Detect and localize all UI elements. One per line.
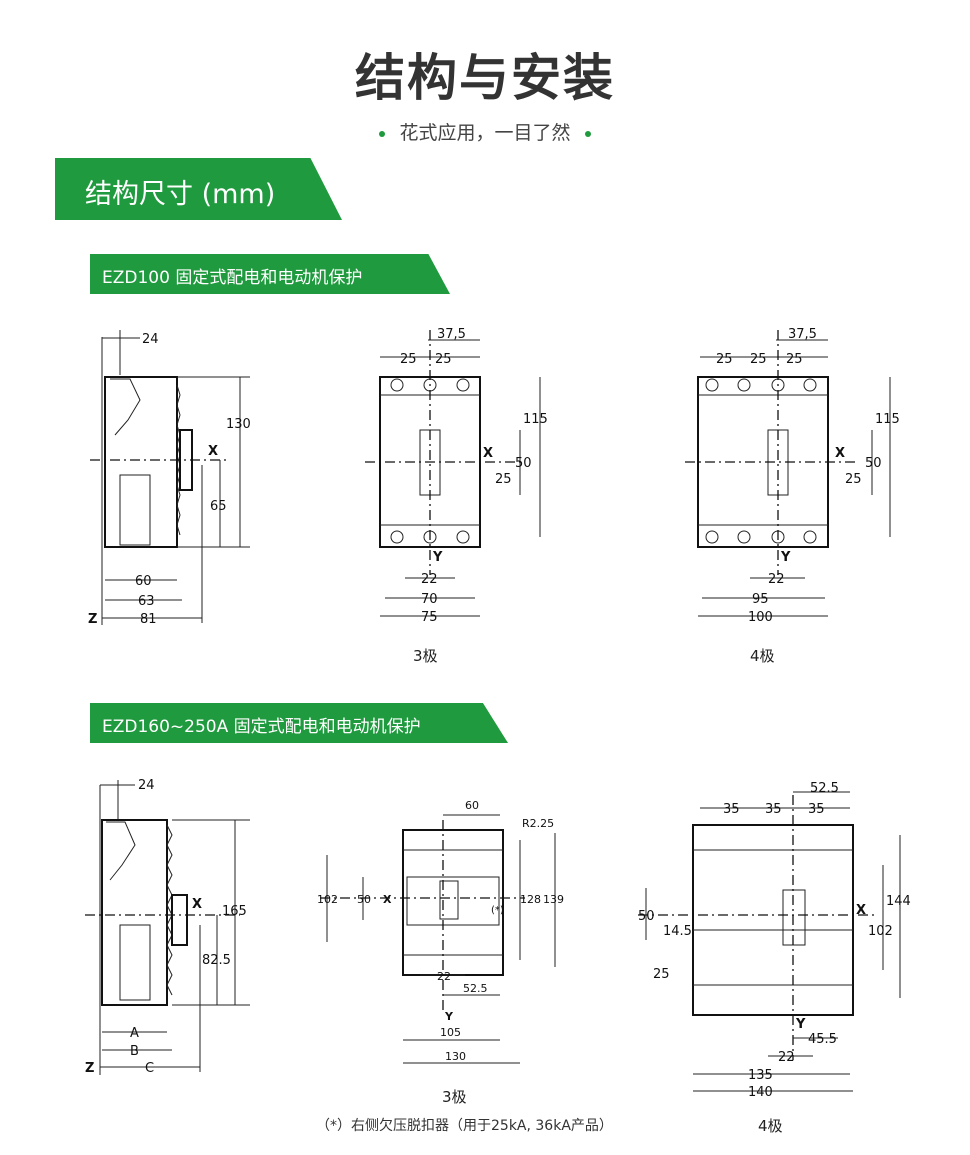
dim-63: 63 <box>138 594 155 609</box>
dim-24: 24 <box>138 778 155 793</box>
dim-70: 70 <box>421 592 438 607</box>
ezd100-banner-text: EZD100 固定式配电和电动机保护 <box>102 268 363 288</box>
dim-52-5: 52.5 <box>463 982 488 995</box>
dim-82-5: 82.5 <box>202 953 231 968</box>
ezd160-banner-text: EZD160~250A 固定式配电和电动机保护 <box>102 717 421 737</box>
dim-128: 128 <box>520 893 541 906</box>
dim-102: 102 <box>317 893 338 906</box>
ezd160-side-view-drawing: 24 X 165 82.5 A B C Z <box>85 778 250 1076</box>
dim-50: 50 <box>357 893 371 906</box>
x-axis-label: X <box>383 893 392 906</box>
dim-52-5: 52.5 <box>810 781 839 796</box>
undervoltage-mark: (*) <box>491 905 504 916</box>
dim-35-b: 35 <box>765 802 782 817</box>
x-axis-label: X <box>192 897 202 912</box>
dim-130: 130 <box>445 1050 466 1063</box>
dim-81: 81 <box>140 612 157 627</box>
dim-25-height: 25 <box>845 472 862 487</box>
dim-25-height: 25 <box>495 472 512 487</box>
section-title: 结构尺寸 (mm) <box>85 179 276 210</box>
page-title: 结构与安装 <box>355 49 615 107</box>
dim-14-5: 14.5 <box>663 924 692 939</box>
dim-102: 102 <box>868 924 893 939</box>
dim-25-left: 25 <box>400 352 417 367</box>
y-axis-label: Y <box>795 1017 806 1032</box>
dim-35-c: 35 <box>808 802 825 817</box>
x-axis-label: X <box>483 446 493 461</box>
dim-140: 140 <box>748 1085 773 1098</box>
undervoltage-note: （*）右侧欠压脱扣器（用于25kA, 36kA产品） <box>316 1118 613 1134</box>
y-axis-label: Y <box>444 1010 454 1023</box>
ezd160-banner: EZD160~250A 固定式配电和电动机保护 <box>90 703 508 743</box>
dim-22: 22 <box>421 572 438 587</box>
dim-22: 22 <box>768 572 785 587</box>
dim-95: 95 <box>752 592 769 607</box>
dim-60: 60 <box>465 799 479 812</box>
dim-115: 115 <box>523 412 548 427</box>
dim-c: C <box>145 1061 154 1076</box>
dim-37-5: 37,5 <box>788 327 817 342</box>
dim-60: 60 <box>135 574 152 589</box>
ezd100-3pole-label: 3极 <box>413 647 438 665</box>
z-axis-label: Z <box>85 1061 94 1076</box>
dim-24: 24 <box>142 332 159 347</box>
ezd100-side-view-drawing: 24 X 130 65 60 63 81 Z <box>88 330 251 627</box>
bullet-dot-icon <box>379 130 386 137</box>
dim-100: 100 <box>748 610 773 625</box>
dim-25-c: 25 <box>786 352 803 367</box>
dim-b: B <box>130 1044 139 1059</box>
dim-35-a: 35 <box>723 802 740 817</box>
dim-45-5: 45.5 <box>808 1032 837 1047</box>
dim-22: 22 <box>437 970 451 983</box>
x-axis-label: X <box>208 444 218 459</box>
dim-25-b: 25 <box>750 352 767 367</box>
dim-105: 105 <box>440 1026 461 1039</box>
ezd160-4pole-label: 4极 <box>758 1117 783 1135</box>
ezd100-4pole-drawing: 37,5 25 25 25 X Y 115 50 25 22 95 100 <box>685 327 900 625</box>
dim-25: 25 <box>653 967 670 982</box>
dim-139: 139 <box>543 893 564 906</box>
ezd100-banner: EZD100 固定式配电和电动机保护 <box>90 254 450 294</box>
dim-22: 22 <box>778 1050 795 1065</box>
dim-r2-25: R2.25 <box>522 817 554 830</box>
x-axis-label: X <box>856 903 866 918</box>
dim-37-5: 37,5 <box>437 327 466 342</box>
dim-75: 75 <box>421 610 438 625</box>
ezd160-3pole-drawing: 60 R2.25 X Y 102 50 (*) 128 139 22 52.5 … <box>317 799 564 1064</box>
dim-25-a: 25 <box>716 352 733 367</box>
dim-65: 65 <box>210 499 227 514</box>
dim-50: 50 <box>638 909 655 924</box>
x-axis-label: X <box>835 446 845 461</box>
dim-a: A <box>130 1026 139 1041</box>
dim-115: 115 <box>875 412 900 427</box>
page-subtitle: 花式应用，一目了然 <box>0 118 970 145</box>
dim-25-right: 25 <box>435 352 452 367</box>
dim-130: 130 <box>226 417 251 432</box>
dim-50: 50 <box>865 456 882 471</box>
subtitle-text: 花式应用，一目了然 <box>399 122 571 144</box>
section-banner: 结构尺寸 (mm) <box>55 158 342 220</box>
dim-135: 135 <box>748 1068 773 1083</box>
dim-50: 50 <box>515 456 532 471</box>
ezd160-3pole-label: 3极 <box>442 1088 467 1106</box>
y-axis-label: Y <box>780 550 791 565</box>
bullet-dot-icon <box>584 130 591 137</box>
ezd100-4pole-label: 4极 <box>750 647 775 665</box>
dim-165: 165 <box>222 904 247 919</box>
y-axis-label: Y <box>432 550 443 565</box>
ezd160-4pole-drawing: 52.5 35 35 35 X Y 144 102 50 14.5 25 45.… <box>638 781 911 1098</box>
ezd100-3pole-drawing: 37,5 25 25 X Y 115 50 25 22 70 75 <box>365 327 548 625</box>
z-axis-label: Z <box>88 612 97 627</box>
dim-144: 144 <box>886 894 911 909</box>
